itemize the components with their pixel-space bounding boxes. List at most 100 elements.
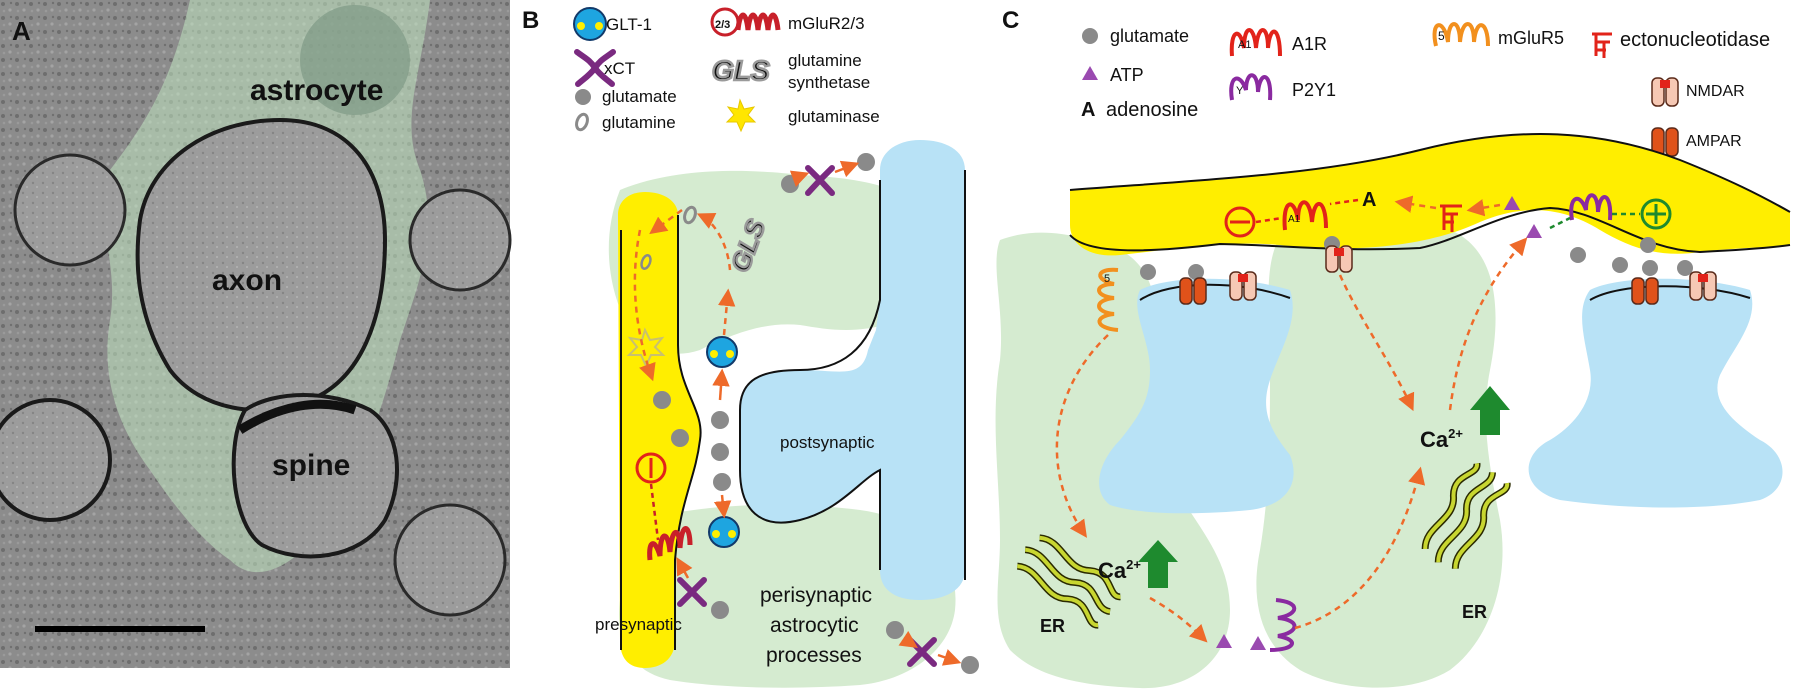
arrow-cleft-down [713, 494, 732, 519]
inhibition-arrow [649, 483, 660, 541]
ectonucleotidase-label: ectonucleotidase [1620, 29, 1770, 51]
panel-c-legend: glutamate ATP A adenosine A1 A1R Y P2Y1 … [1081, 22, 1770, 157]
glutamate-dot [653, 391, 671, 409]
presynaptic-terminal [618, 192, 701, 668]
a1r-icon: A1 [1229, 28, 1282, 57]
pap-label-line3: processes [766, 644, 862, 667]
p2y1-icon: Y [1229, 73, 1273, 101]
glutamate-label: glutamate [602, 87, 677, 106]
svg-text:Y: Y [1236, 85, 1244, 97]
postsynaptic-spine-right [1528, 278, 1783, 508]
mglur5-label: mGluR5 [1498, 28, 1564, 48]
mglur23-receptor [647, 526, 693, 561]
ca-left-label: Ca2+ [1098, 557, 1141, 583]
arrow-xct-out-upper2 [834, 160, 860, 178]
postsynaptic-spine [740, 140, 965, 600]
neighbor-profile [393, 503, 507, 617]
arrow-xct-out-lower2 [937, 649, 962, 666]
nmdar-receptor [1229, 271, 1257, 301]
scale-bar [35, 626, 205, 632]
svg-text:A1: A1 [1288, 214, 1301, 225]
atp-triangle [1250, 636, 1266, 650]
glutamine-icon [575, 112, 589, 132]
atp-triangle [1526, 224, 1542, 238]
glutamate-dot [711, 411, 729, 429]
neighbor-profile [13, 153, 127, 267]
er-left [1016, 534, 1122, 629]
arrow-nmdar-to-ca [1338, 274, 1415, 412]
arrow-presyn-cycle [633, 229, 656, 382]
mglur5-receptor: 5 [1097, 267, 1119, 332]
postsynaptic-membrane [739, 180, 881, 570]
arrow-glt1-to-gs [717, 288, 736, 336]
arrow-p2y1-to-ca [1294, 466, 1426, 630]
astrocyte-label: astrocyte [250, 74, 383, 107]
gs-label-line2: synthetase [788, 73, 870, 92]
spine-profile [231, 393, 399, 559]
adenosine-to-a1r [1329, 198, 1359, 206]
glutamate-dot [713, 473, 731, 491]
p2y1-receptor [1569, 193, 1613, 221]
glutamine-icon [683, 205, 697, 225]
nmdar-receptor-astro [1325, 245, 1353, 273]
p2y1-receptor-astro [1269, 598, 1297, 652]
astro-process-lower [619, 504, 956, 688]
panel-c: C glutamate ATP A adenosine A1 A1R Y P2Y… [995, 7, 1791, 689]
p2y1-label: P2Y1 [1292, 80, 1336, 100]
glutamate-dot [1677, 260, 1693, 276]
atp-icon [1082, 66, 1098, 80]
pap-label-line2: astrocytic [770, 614, 859, 637]
atp-triangle [1504, 196, 1520, 210]
glutaminase-icon [725, 98, 757, 133]
ca-right-label: Ca2+ [1420, 426, 1463, 452]
glutamate-dot [857, 153, 875, 171]
c-glutamate-label: glutamate [1110, 26, 1189, 46]
a1r-inhibit-link [1255, 216, 1283, 224]
presynaptic-band [1070, 133, 1790, 256]
postsynaptic-label: postsynaptic [780, 433, 875, 452]
excitation-symbol [1640, 198, 1672, 230]
panel-a: A astrocyte axon spine [0, 0, 512, 668]
pap-label-line1: perisynaptic [760, 584, 872, 607]
er-left-label: ER [1040, 616, 1065, 636]
c-atp-label: ATP [1110, 65, 1144, 85]
xct-icon [574, 49, 616, 87]
arrow-mglur5-to-ca [1055, 334, 1109, 538]
a1r-label: A1R [1292, 34, 1327, 54]
glutamate-dot [711, 443, 729, 461]
inhibition-symbol [1224, 206, 1256, 238]
arrow-xct-to-mglur [676, 556, 693, 579]
c-adenosine-label: adenosine [1106, 99, 1198, 121]
synaptic-density [237, 399, 357, 434]
axon-profile [135, 117, 388, 412]
arrow-ca-to-atp [1149, 596, 1208, 643]
er-right-label: ER [1462, 602, 1487, 622]
arrow-atp-to-ecto [1466, 199, 1501, 217]
glutamate-icon [1082, 28, 1098, 44]
ampar-label: AMPAR [1686, 133, 1742, 150]
glt1-icon [573, 7, 607, 41]
xct-transporter [677, 577, 707, 607]
svg-text:2/3: 2/3 [715, 19, 730, 31]
glutamate-dot [711, 601, 729, 619]
adenosine-icon: A [1081, 99, 1095, 121]
a1r-receptor: A1 [1282, 200, 1328, 231]
panel-a-letter: A [12, 16, 31, 46]
glutamate-dot [1188, 264, 1204, 280]
glutamate-dot [1640, 237, 1656, 253]
glt1-transporter [706, 336, 738, 368]
panel-b-letter: B [522, 7, 539, 34]
glutamine-label: glutamine [602, 113, 676, 132]
presynaptic-label: presynaptic [595, 615, 682, 634]
svg-text:5: 5 [1104, 273, 1110, 285]
astrocyte-right [1256, 214, 1503, 688]
glutamate-dot [1642, 260, 1658, 276]
adenosine-mark: A [1362, 189, 1376, 211]
panel-c-letter: C [1002, 7, 1019, 34]
astro-process-upper [608, 170, 943, 354]
atp-triangle [1216, 634, 1232, 648]
glutaminase-label: glutaminase [788, 107, 880, 126]
ectonucleotidase-enzyme [1440, 204, 1462, 232]
glutamate-dot [1570, 247, 1586, 263]
glutamate-dot [961, 656, 979, 674]
